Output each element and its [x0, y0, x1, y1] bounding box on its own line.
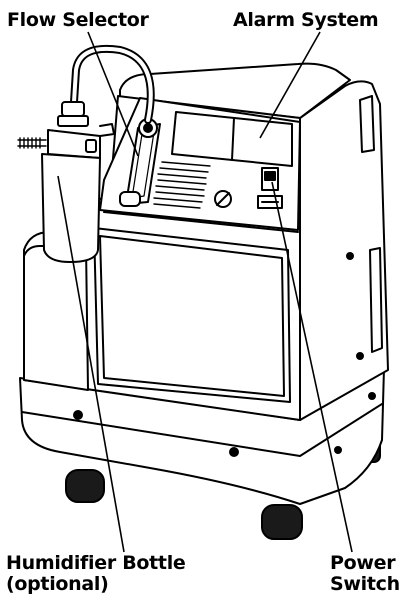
humidifier-label-line1: Humidifier Bottle [6, 553, 186, 574]
power-label-line1: Power [330, 553, 400, 574]
humidifier-label-line2: (optional) [6, 574, 186, 595]
humidifier-outlet-nipple [18, 138, 46, 148]
alarm-system-text: Alarm System [233, 9, 378, 31]
control-knob [215, 191, 231, 207]
power-switch [258, 168, 282, 208]
flow-selector-label: Flow Selector [7, 10, 149, 31]
alarm-system-label: Alarm System [233, 10, 378, 31]
front-door-panel [94, 228, 290, 402]
power-label-line2: Switch [330, 574, 400, 595]
flow-selector-text: Flow Selector [7, 9, 149, 31]
power-switch-label: Power Switch [330, 553, 400, 595]
humidifier-bottle-label: Humidifier Bottle (optional) [6, 553, 186, 595]
humidifier-shelf [24, 246, 88, 390]
